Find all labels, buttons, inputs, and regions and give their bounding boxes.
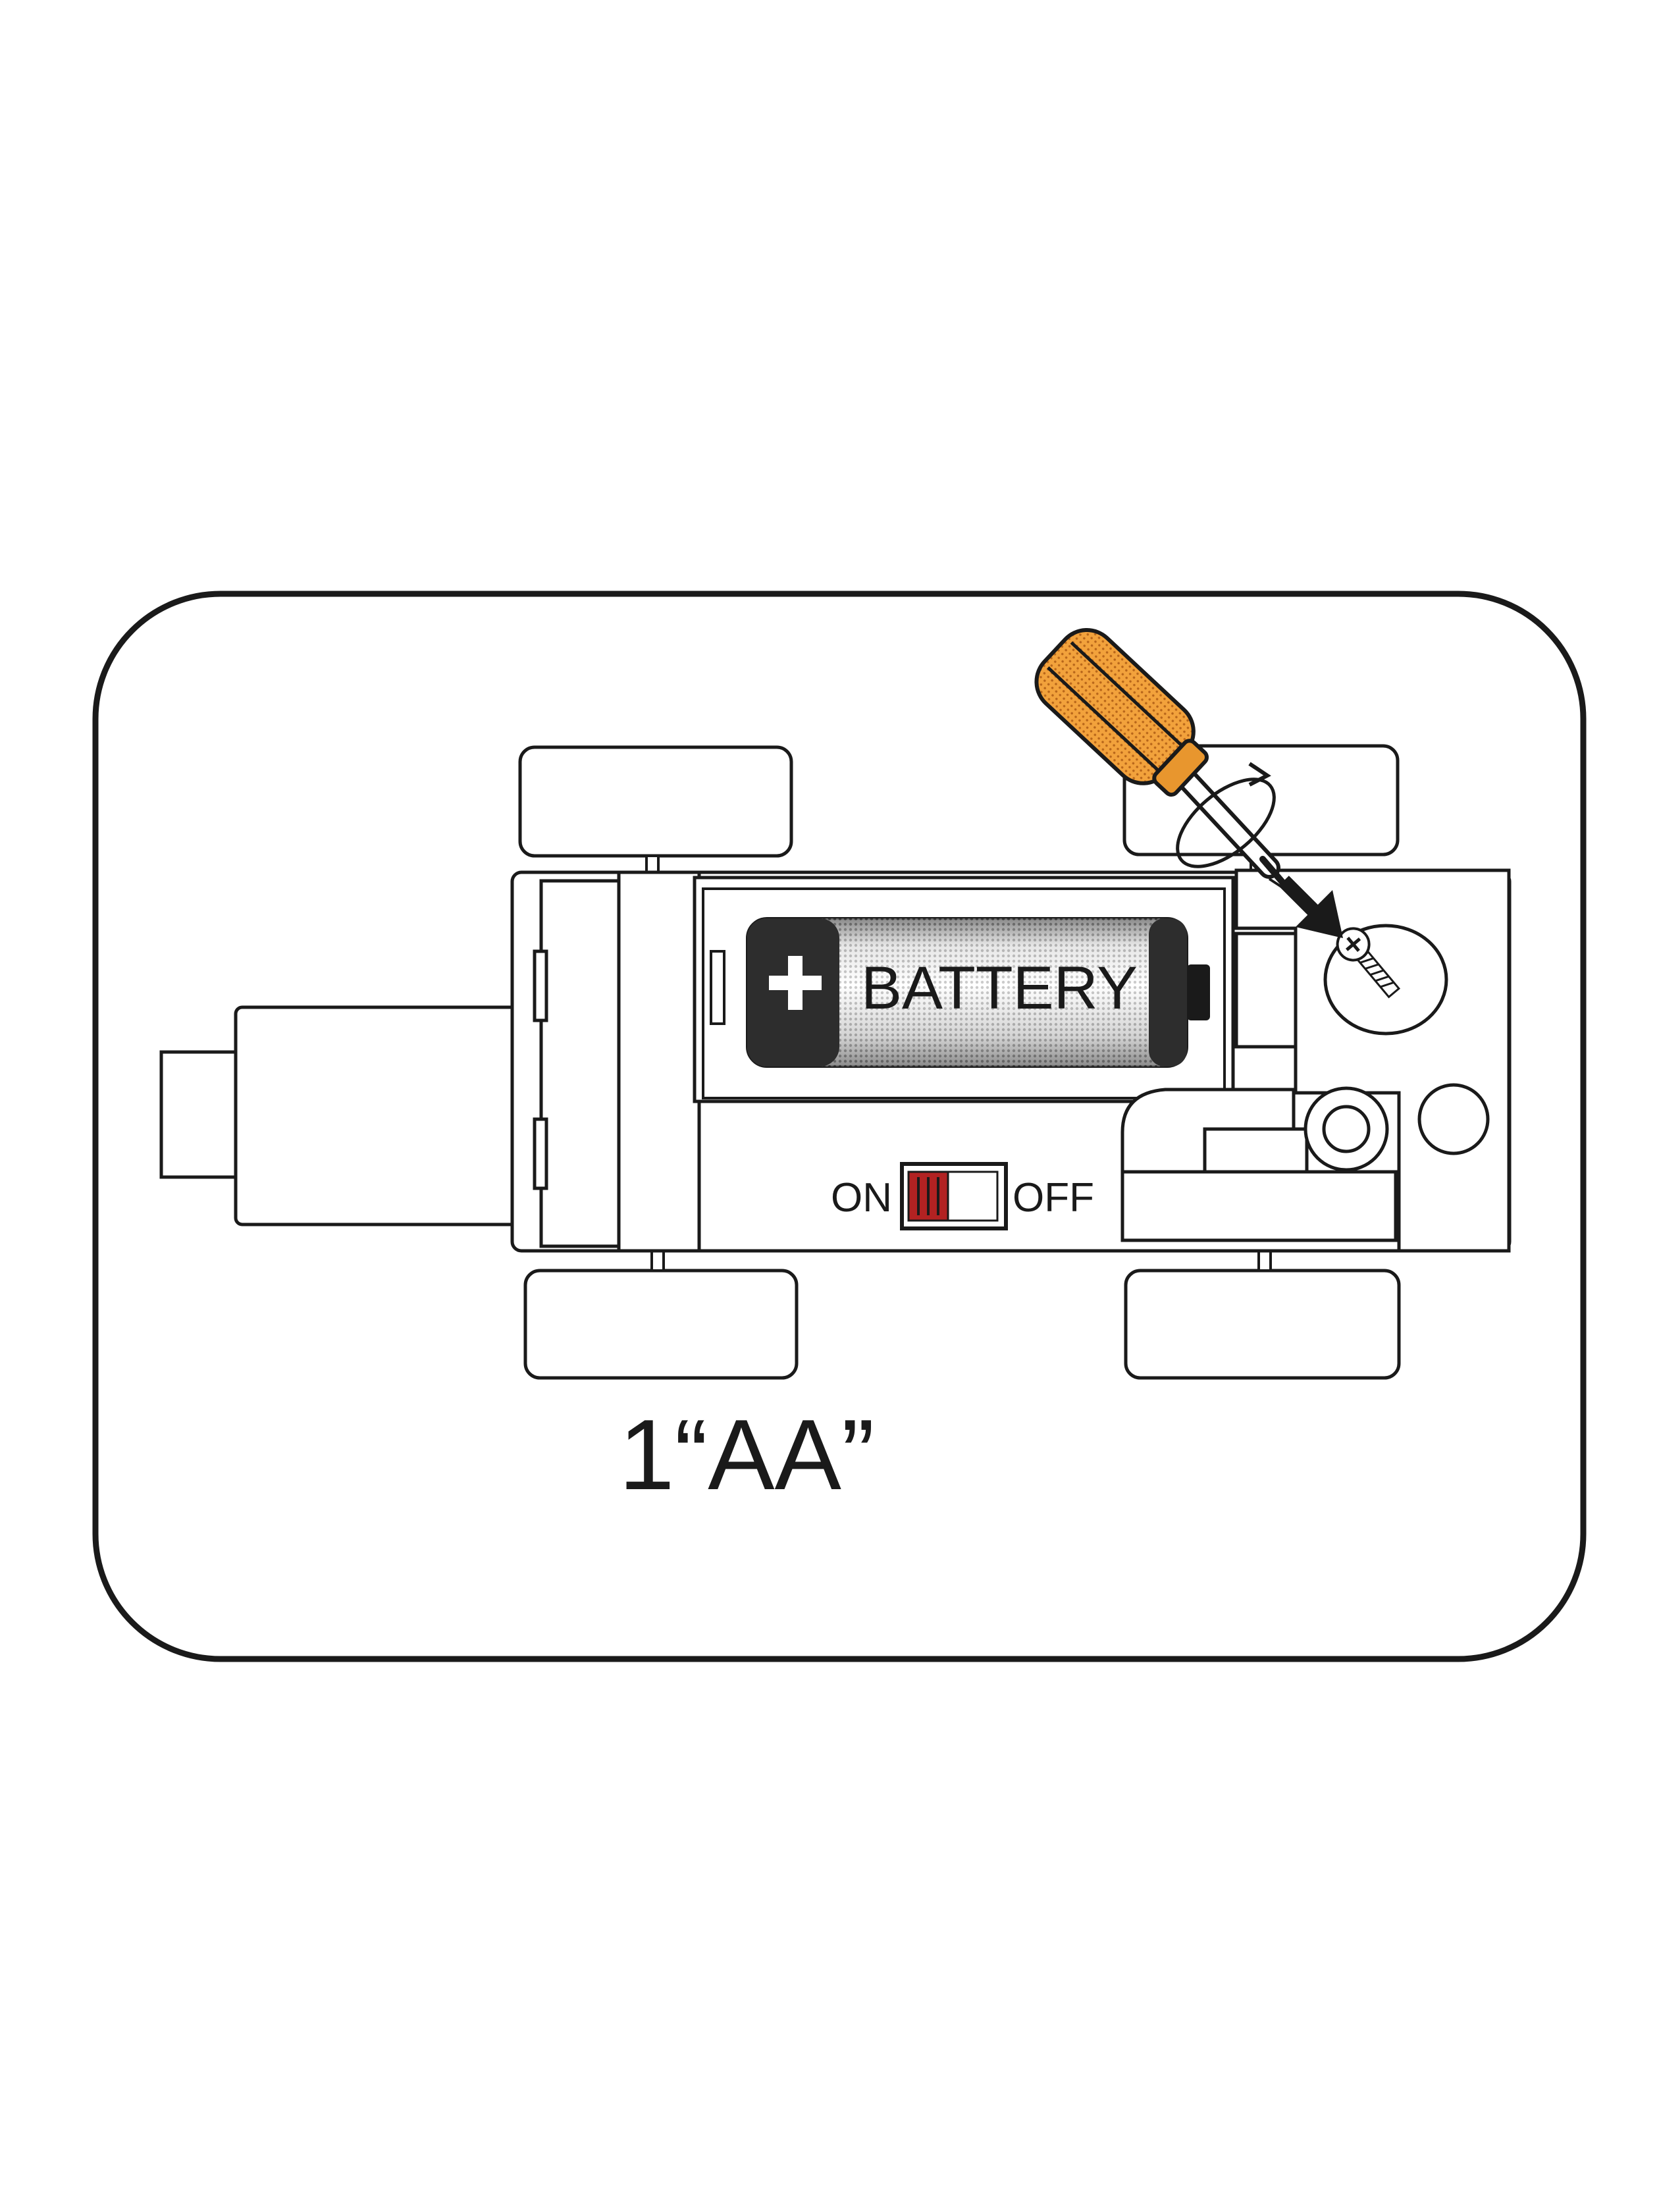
power-switch: ON OFF bbox=[831, 1162, 1094, 1230]
arrow-down-right-icon bbox=[1268, 876, 1343, 938]
rotate-arrow-icon bbox=[1176, 762, 1276, 868]
gearbox-block bbox=[539, 879, 622, 1248]
wheel-rear-left bbox=[523, 1269, 799, 1380]
switch-housing bbox=[1120, 1086, 1398, 1242]
battery-terminal bbox=[1187, 964, 1210, 1020]
motor-shaft bbox=[159, 1050, 239, 1179]
wheels bbox=[518, 744, 1401, 1380]
screwdriver-icon bbox=[1034, 628, 1286, 885]
wheel-rear-right bbox=[1124, 1269, 1401, 1380]
switch-off-label: OFF bbox=[1013, 1175, 1094, 1221]
gearbox-plate bbox=[617, 870, 701, 1253]
battery-cover bbox=[1234, 868, 1511, 1253]
switch-on-label: ON bbox=[831, 1175, 892, 1221]
screw-icon bbox=[1336, 927, 1401, 999]
battery: BATTERY bbox=[746, 917, 1210, 1068]
battery-spec-label: 1“AA” bbox=[619, 1399, 875, 1511]
wheel-front-left bbox=[518, 745, 793, 858]
battery-label: BATTERY bbox=[861, 955, 1138, 1022]
plus-icon bbox=[769, 956, 822, 1010]
motor-body bbox=[234, 1005, 519, 1226]
cover-hole bbox=[1417, 1083, 1490, 1155]
